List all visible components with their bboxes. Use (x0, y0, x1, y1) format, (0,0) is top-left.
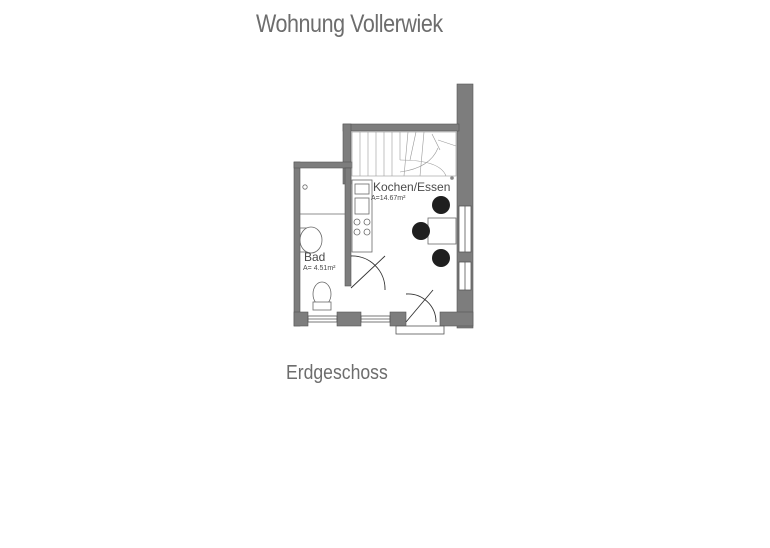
dining-set (412, 196, 457, 267)
room-area-kitchen: A=14.67m² (371, 195, 406, 202)
sink-icon (354, 183, 370, 195)
entrance-step (395, 325, 445, 335)
room-area-bath: A= 4.51m² (303, 265, 336, 272)
plan-title: Wohnung Vollerwiek (256, 10, 443, 38)
staircase (351, 131, 457, 180)
windows-east (458, 205, 472, 291)
wall-bath-west (293, 161, 301, 327)
kitchen-counter (351, 179, 373, 253)
washbasin-icon (299, 226, 323, 254)
floor-label: Erdgeschoss (286, 362, 388, 384)
wall-north-kitchen (342, 123, 460, 132)
sink-bowl-icon (354, 197, 370, 215)
chair-icon (432, 249, 450, 267)
dining-table (427, 217, 457, 245)
shower-head-icon (302, 184, 308, 190)
bathroom-fixtures (299, 184, 345, 311)
bath-door (350, 255, 386, 289)
doors (350, 255, 445, 335)
wall-bath-north (293, 161, 353, 169)
wall-south-2 (336, 311, 362, 327)
wall-south-3 (389, 311, 407, 327)
chair-icon (412, 222, 430, 240)
room-name-kitchen: Kochen/Essen (373, 180, 450, 194)
entrance-door (405, 289, 434, 323)
wall-south-1 (293, 311, 309, 327)
hob-icon (353, 218, 361, 226)
wall-south-4 (439, 311, 474, 327)
wall-partition (344, 167, 352, 287)
chair-icon (432, 196, 450, 214)
room-name-bath: Bad (304, 250, 325, 264)
windows-south (307, 315, 391, 323)
